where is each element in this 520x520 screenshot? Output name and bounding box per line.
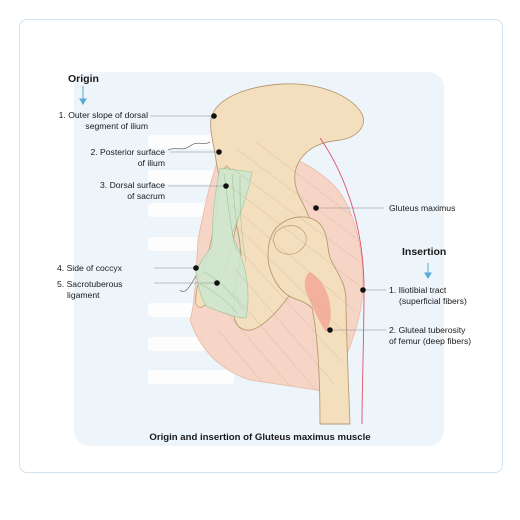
- dot-side-coccyx: [193, 265, 199, 271]
- dot-iliotibial: [360, 287, 366, 293]
- origin-item-5: 5. Sacrotuberous ligament: [57, 279, 122, 301]
- dot-posterior-surface: [216, 149, 222, 155]
- heading-arrows: [79, 86, 432, 279]
- insertion-arrow-icon: [424, 272, 432, 279]
- insertion-heading: Insertion: [402, 246, 447, 258]
- insertion-item-2: 2. Gluteal tuberosity of femur (deep fib…: [389, 325, 471, 347]
- dot-gluteus-maximus: [313, 205, 319, 211]
- origin-item-4-number: 4.: [57, 263, 65, 273]
- insertion-item-2-number: 2.: [389, 325, 397, 335]
- gluteus-maximus-label: Gluteus maximus: [389, 203, 456, 213]
- origin-item-1-line-1: Outer slope of dorsal: [68, 110, 148, 120]
- origin-item-3-number: 3.: [100, 180, 108, 190]
- femoral-head: [273, 225, 307, 255]
- insertion-item-1-line-2: (superficial fibers): [399, 296, 467, 306]
- ligament-squiggle-bottom: [179, 275, 197, 292]
- dot-gluteal-tuberosity: [327, 327, 333, 333]
- origin-item-1-line-2: segment of ilium: [85, 121, 148, 131]
- origin-item-2: 2. Posterior surface of ilium: [90, 147, 165, 169]
- origin-item-3: 3. Dorsal surface of sacrum: [100, 180, 165, 202]
- origin-item-1: 1. Outer slope of dorsal segment of iliu…: [59, 110, 148, 132]
- origin-item-3-line-2: of sacrum: [127, 191, 165, 201]
- dot-outer-slope: [211, 113, 217, 119]
- origin-item-5-number: 5.: [57, 279, 65, 289]
- origin-heading: Origin: [68, 73, 99, 85]
- origin-item-2-line-2: of ilium: [137, 158, 165, 168]
- origin-item-2-line-1: Posterior surface: [100, 147, 165, 157]
- leader-lines: [150, 115, 386, 331]
- dot-dorsal-surface-sacrum: [223, 183, 229, 189]
- marker-dots: [193, 113, 366, 333]
- origin-item-4-line-1: Side of coccyx: [66, 263, 122, 273]
- femur-bone: [267, 216, 351, 425]
- origin-arrow-icon: [79, 98, 87, 105]
- origin-item-4: 4. Side of coccyx: [57, 263, 122, 274]
- dot-sacrotuberous: [214, 280, 220, 286]
- origin-item-5-line-2: ligament: [67, 290, 100, 300]
- ligament-squiggle-top: [167, 141, 211, 151]
- origin-item-3-line-1: Dorsal surface: [109, 180, 165, 190]
- diagram-title: Origin and insertion of Gluteus maximus …: [149, 432, 371, 443]
- muscle-fibers: [217, 141, 361, 391]
- insertion-item-2-line-2: of femur (deep fibers): [389, 336, 472, 346]
- insertion-item-1-line-1: Iliotibial tract: [398, 285, 447, 295]
- insertion-item-1: 1. Iliotibial tract (superficial fibers): [389, 285, 467, 307]
- origin-item-1-number: 1.: [58, 110, 66, 120]
- origin-item-5-line-1: Sacrotuberous: [66, 279, 123, 289]
- insertion-item-1-number: 1.: [389, 285, 397, 295]
- insertion-item-2-line-1: Gluteal tuberosity: [398, 325, 466, 335]
- ligament-fibers: [199, 173, 247, 315]
- gluteal-tuberosity: [304, 272, 331, 332]
- origin-item-2-number: 2.: [90, 147, 98, 157]
